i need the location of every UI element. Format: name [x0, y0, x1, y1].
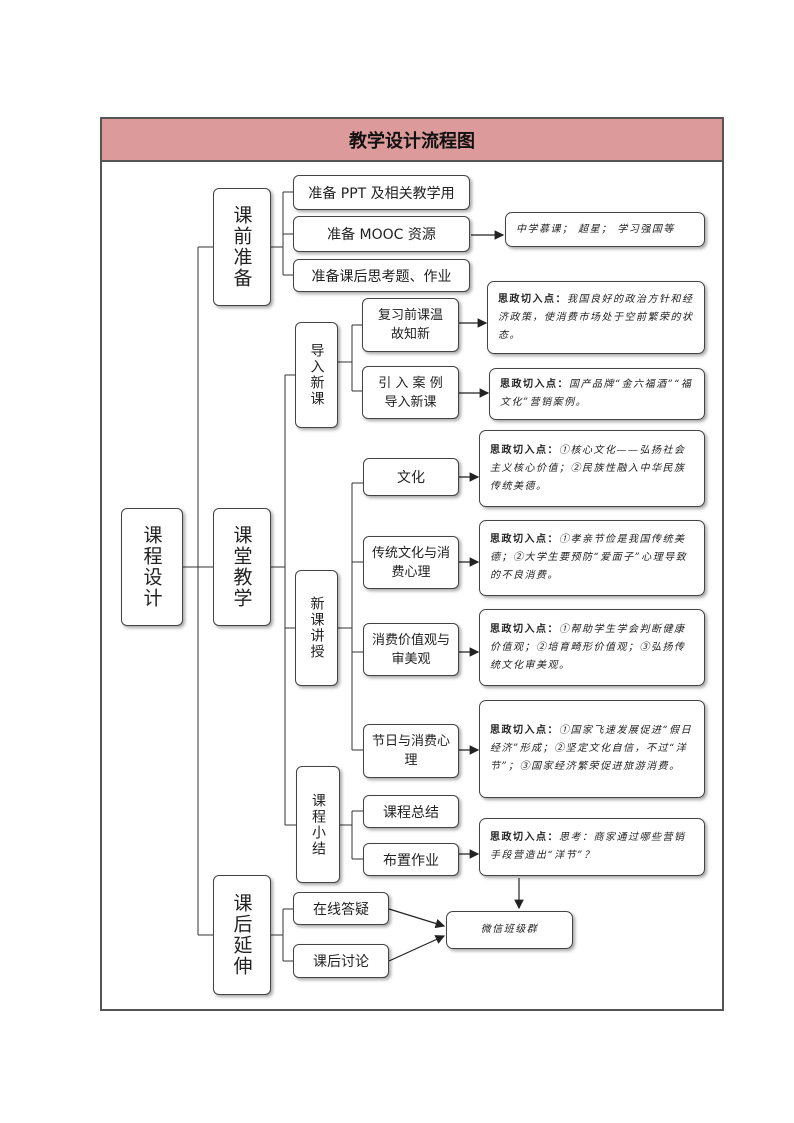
- note-traditional: 思政切入点：①孝亲节俭是我国传统美德；②大学生要预防“爱面子”心理导致的不良消费…: [479, 520, 705, 596]
- note-label: 思政切入点：: [490, 444, 559, 456]
- note-festival: 思政切入点：①国家飞速发展促进“假日经济”形成；②坚定文化自信，不过“洋节”；③…: [479, 700, 705, 798]
- lecture-item-festival: 节日与消费心理: [363, 724, 459, 778]
- note-culture-text: ①核心文化——弘扬社会主义核心价值；②民族性融入中华民族传统美德。: [490, 444, 686, 492]
- note-traditional-text: ①孝亲节俭是我国传统美德；②大学生要预防“爱面子”心理导致的不良消费。: [490, 534, 688, 581]
- note-label: 思政切入点：: [498, 293, 567, 305]
- intro-item-case: 引 入 案 例 导入新课: [362, 366, 459, 419]
- root-course-design: 课程设计: [121, 508, 183, 626]
- note-label: 思政切入点：: [500, 379, 569, 390]
- lecture-item-culture: 文化: [363, 458, 459, 496]
- note-intro-review-text: 我国良好的政治方针和经济政策，使消费市场处于空前繁荣的状态。: [498, 293, 694, 341]
- note-homework: 思政切入点：思考：商家通过哪些营销手段营造出“洋节”？: [479, 818, 705, 876]
- note-intro-review: 思政切入点：我国良好的政治方针和经济政策，使消费市场处于空前繁荣的状态。: [487, 281, 705, 354]
- phase-post-class: 课后延伸: [213, 875, 271, 995]
- post-item-online-qa: 在线答疑: [293, 892, 389, 925]
- lecture-item-traditional: 传统文化与消费心理: [363, 536, 459, 589]
- note-mooc-text: 中学慕课； 超星； 学习强国等: [516, 223, 675, 235]
- note-homework-text: 思考：商家通过哪些营销手段营造出“洋节”？: [490, 832, 686, 861]
- sub-phase-intro: 导入新课: [295, 322, 338, 428]
- note-culture: 思政切入点：①核心文化——弘扬社会主义核心价值；②民族性融入中华民族传统美德。: [479, 430, 705, 507]
- intro-item-review: 复习前课温故知新: [362, 298, 459, 352]
- summary-item-conclusion: 课程总结: [363, 795, 459, 828]
- post-item-discussion: 课后讨论: [293, 944, 389, 978]
- note-mooc-resources: 中学慕课； 超星； 学习强国等: [505, 212, 705, 247]
- pre-item-homework: 准备课后思考题、作业: [293, 259, 470, 292]
- note-values: 思政切入点：①帮助学生学会判断健康价值观；②培育畸形价值观；③弘扬传统文化审美观…: [479, 609, 705, 686]
- note-intro-case-text: 国产品牌“金六福酒”“福文化”营销案例。: [500, 379, 693, 408]
- pre-item-mooc: 准备 MOOC 资源: [293, 216, 470, 252]
- note-label: 思政切入点：: [490, 534, 559, 545]
- phase-pre-class: 课前准备: [213, 188, 271, 306]
- sub-phase-lecture: 新课讲授: [295, 570, 338, 686]
- note-values-text: ①帮助学生学会判断健康价值观；②培育畸形价值观；③弘扬传统文化审美观。: [490, 623, 686, 671]
- sub-phase-summary: 课程小结: [296, 766, 340, 883]
- note-wechat-group: 微信班级群: [446, 911, 573, 949]
- pre-item-ppt: 准备 PPT 及相关教学用: [293, 175, 470, 210]
- summary-item-homework: 布置作业: [363, 843, 459, 876]
- lecture-item-values: 消费价值观与审美观: [363, 623, 459, 676]
- note-wechat-text: 微信班级群: [480, 924, 539, 935]
- phase-in-class: 课堂教学: [213, 508, 271, 626]
- note-label: 思政切入点：: [490, 832, 559, 843]
- note-intro-case: 思政切入点：国产品牌“金六福酒”“福文化”营销案例。: [489, 368, 705, 420]
- note-festival-text: ①国家飞速发展促进“假日经济”形成；②坚定文化自信，不过“洋节”；③国家经济繁荣…: [490, 725, 693, 772]
- note-label: 思政切入点：: [490, 623, 559, 635]
- diagram-title: 教学设计流程图: [100, 117, 724, 162]
- note-label: 思政切入点：: [490, 725, 559, 736]
